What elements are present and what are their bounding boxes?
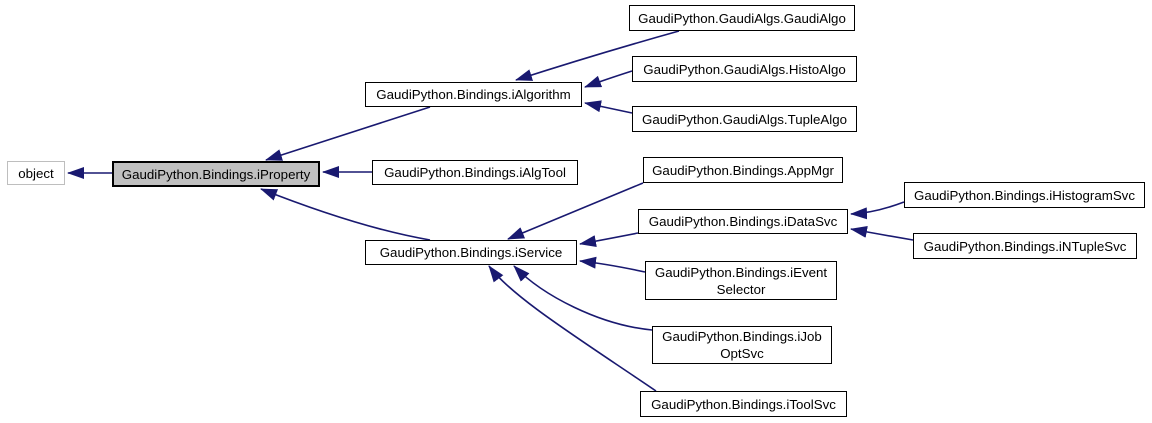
edge-ieventselector-to-iservice [579,256,646,273]
node-label: GaudiPython.Bindings.iJob [662,329,822,344]
node-label: GaudiPython.Bindings.iProperty [121,166,311,182]
node-label: GaudiPython.Bindings.iDataSvc [648,214,838,229]
edge-gaudialgo-to-ialgorithm [515,30,680,81]
node-label: GaudiPython.GaudiAlgs.GaudiAlgo [638,10,846,26]
node-gaudialgo[interactable]: GaudiPython.GaudiAlgs.GaudiAlgo [629,5,855,31]
edge-ihistogramsvc-to-idatasvc [850,201,905,220]
node-appmgr[interactable]: GaudiPython.Bindings.AppMgr [643,157,843,183]
edge-group [67,30,914,392]
edge-ijoboptsvc-to-iservice [513,265,653,331]
node-label: GaudiPython.Bindings.iEvent [654,264,828,280]
edge-idatasvc-to-iservice [579,232,639,248]
edge-ialgorithm-to-iproperty [265,106,431,161]
node-intuplesvc[interactable]: GaudiPython.Bindings.iNTupleSvc [913,233,1137,259]
node-label: OptSvc [720,346,764,361]
edge-histoalgo-to-ialgorithm [584,70,633,88]
node-label: GaudiPython.Bindings.iHistogramSvc [914,187,1135,203]
node-label: GaudiPython.Bindings.iService [379,245,563,260]
edge-iservice-to-iproperty [260,188,431,241]
node-label: GaudiPython.Bindings.iAlgorithm [376,87,571,102]
node-ialgorithm[interactable]: GaudiPython.Bindings.iAlgorithm [365,82,582,107]
node-itoolsvc[interactable]: GaudiPython.Bindings.iToolSvc [640,391,847,417]
node-label: GaudiPython.GaudiAlgs.HistoAlgo [643,61,846,77]
edge-itoolsvc-to-iservice [488,265,657,392]
node-histoalgo[interactable]: GaudiPython.GaudiAlgs.HistoAlgo [632,56,857,82]
node-ialgtool[interactable]: GaudiPython.Bindings.iAlgTool [372,160,578,185]
node-label: GaudiPython.Bindings.iAlgTool [384,165,566,180]
edge-tuplealgo-to-ialgorithm [584,100,633,114]
node-ihistogramsvc[interactable]: GaudiPython.Bindings.iHistogramSvc [904,182,1145,208]
node-label: GaudiPython.Bindings.iNTupleSvc [923,238,1127,254]
node-iproperty: GaudiPython.Bindings.iProperty [112,161,320,187]
node-label: GaudiPython.GaudiAlgs.TupleAlgo [642,111,847,127]
node-label: Selector [716,281,766,297]
node-idatasvc[interactable]: GaudiPython.Bindings.iDataSvc [638,209,848,234]
node-object: object [7,161,65,185]
node-label: object [18,165,54,181]
edge-intuplesvc-to-idatasvc [850,226,914,241]
edge-appmgr-to-iservice [507,182,644,240]
node-label: GaudiPython.Bindings.AppMgr [652,162,834,178]
node-tuplealgo[interactable]: GaudiPython.GaudiAlgs.TupleAlgo [632,106,857,132]
node-iservice[interactable]: GaudiPython.Bindings.iService [365,240,577,265]
node-label: GaudiPython.Bindings.iToolSvc [651,396,836,412]
